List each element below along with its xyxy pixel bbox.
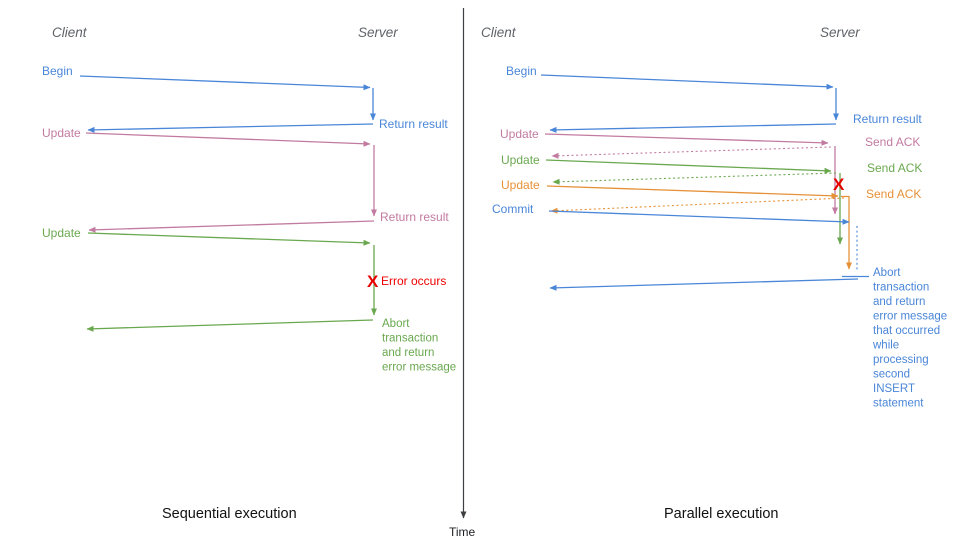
left-abort-line: and return [382,347,434,359]
left-begin-return-arrow [87,123,374,133]
time-axis: Time [449,8,476,539]
left-abort-line: error message [382,362,456,374]
left-begin-request-arrow [79,75,371,91]
left-update1-request-arrow [85,132,371,147]
right-update1-ack-arrow [551,146,832,159]
right-panel-title: Parallel execution [664,506,778,522]
right-update1-label: Update [500,127,539,141]
right-update3-ack-label: Send ACK [866,187,921,201]
right-update3-processing-line [841,195,852,270]
right-abort-line: error message [873,311,947,323]
right-update1-request-arrow [544,133,829,146]
right-commit-label: Commit [492,202,534,216]
left-update2-request-arrow [87,232,371,246]
left-update1-label: Update [42,126,81,140]
right-abort-line: Abort [873,267,901,279]
left-abort-note: Abort transaction and return error messa… [382,318,456,374]
right-begin-request-arrow [540,74,834,90]
right-abort-line: INSERT [873,383,915,395]
right-update2-ack-arrow [552,172,837,185]
right-update3-label: Update [501,178,540,192]
time-axis-label: Time [449,525,476,539]
right-abort-line: while [872,340,899,352]
right-update2-ack-label: Send ACK [867,161,922,175]
right-update2-label: Update [501,153,540,167]
left-server-header: Server [358,25,398,40]
left-update1-return-arrow [88,220,375,233]
left-error-x-icon: X [367,272,379,291]
left-error-label: Error occurs [381,274,446,288]
right-abort-line: that occurred [873,325,940,337]
sequential-panel: Client Server Begin Return result Update… [42,25,456,522]
right-begin-label: Begin [506,64,537,78]
right-update3-ack-arrow [550,197,845,214]
parallel-panel: Client Server Begin Return result Update… [481,25,947,522]
left-client-header: Client [52,25,88,40]
left-update2-label: Update [42,226,81,240]
right-update2-request-arrow [545,159,832,174]
right-abort-note: Abort transaction and return error messa… [872,267,947,410]
right-abort-line: transaction [873,282,929,294]
right-update3-request-arrow [546,185,839,199]
left-begin-label: Begin [42,64,73,78]
left-begin-return-label: Return result [379,117,448,131]
right-begin-return-label: Return result [853,112,922,126]
right-abort-line: processing [873,354,929,366]
right-commit-request-arrow [548,210,850,225]
right-client-header: Client [481,25,517,40]
left-abort-return-arrow [86,319,374,332]
right-abort-line: statement [873,398,924,410]
right-abort-line: second [873,369,910,381]
left-panel-title: Sequential execution [162,506,297,522]
left-abort-line: Abort [382,318,410,330]
right-error-x-icon: X [833,175,845,194]
right-begin-return-arrow [549,123,837,133]
left-update1-return-label: Return result [380,210,449,224]
left-abort-line: transaction [382,333,438,345]
right-server-header: Server [820,25,860,40]
right-abort-return-arrow [549,278,859,291]
right-abort-line: and return [873,296,925,308]
right-update1-ack-label: Send ACK [865,135,920,149]
